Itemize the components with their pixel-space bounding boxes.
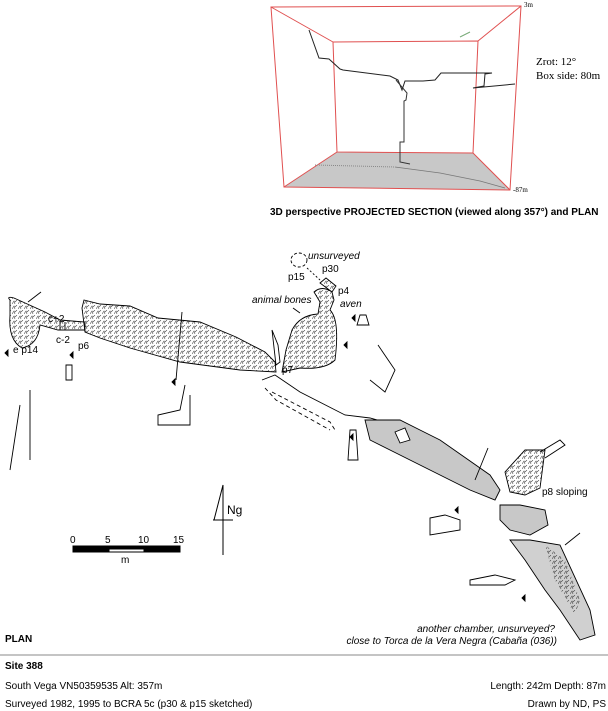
label-p4: p4 xyxy=(338,286,350,297)
box-edges xyxy=(270,5,522,191)
label-animal-bones: animal bones xyxy=(252,295,312,306)
label-unsurveyed: unsurveyed xyxy=(308,251,360,262)
section-line xyxy=(27,291,42,303)
grey-passage xyxy=(364,419,501,501)
zrot-label: Zrot: 12° xyxy=(536,56,577,68)
p30-shaft xyxy=(319,277,337,293)
site-number: Site 388 xyxy=(5,661,43,672)
label-e-p14: e p14 xyxy=(13,345,39,356)
main-passage xyxy=(81,299,277,373)
floor-dotted xyxy=(314,164,396,168)
scale-tick-5: 5 xyxy=(105,535,111,546)
bottom-depth-label: -87m xyxy=(513,186,528,194)
length-depth: Length: 242m Depth: 87m xyxy=(490,681,606,692)
cave-centerline-3d xyxy=(308,29,516,92)
label-c-minus2: c-2 xyxy=(56,335,70,346)
label-close-to: close to Torca de la Vera Negra (Cabaña … xyxy=(346,636,557,647)
scale-tick-0: 0 xyxy=(70,535,76,546)
p8-chamber xyxy=(504,449,546,496)
box-side-label: Box side: 80m xyxy=(536,70,601,82)
lower-bend xyxy=(499,504,549,536)
pillar xyxy=(394,427,411,444)
cross-sections xyxy=(9,314,517,586)
label-c-plus2: c+2 xyxy=(48,314,65,325)
floor-projection xyxy=(394,166,506,189)
marker-3d xyxy=(459,31,471,38)
label-aven: aven xyxy=(340,299,362,310)
survey-info: Surveyed 1982, 1995 to BCRA 5c (p30 & p1… xyxy=(5,699,253,710)
section-arrows xyxy=(4,313,526,603)
section-caption: 3D perspective PROJECTED SECTION (viewed… xyxy=(270,207,599,218)
label-another-chamber: another chamber, unsurveyed? xyxy=(417,624,555,635)
site-location: South Vega VN50359535 Alt: 357m xyxy=(5,681,163,692)
label-p6: p6 xyxy=(78,341,90,352)
section-line xyxy=(175,311,183,381)
top-depth-label: 3m xyxy=(524,1,533,9)
scale-tick-15: 15 xyxy=(173,535,185,546)
projected-section-box xyxy=(270,5,522,191)
north-label: Ng xyxy=(227,503,243,517)
label-p30: p30 xyxy=(322,264,339,275)
plan-drawing xyxy=(4,252,596,641)
shaft-3d xyxy=(395,79,411,165)
box-floor xyxy=(284,152,510,190)
north-arrow-icon xyxy=(213,484,233,555)
label-p8-sloping: p8 sloping xyxy=(542,487,588,498)
label-p15: p15 xyxy=(288,272,305,283)
bone-chamber xyxy=(281,288,338,373)
scale-bar xyxy=(72,545,181,553)
label-p7: p7 xyxy=(282,365,294,376)
p15-unsurveyed xyxy=(290,252,308,268)
small-rift xyxy=(271,329,281,366)
drawn-by: Drawn by ND, PS xyxy=(527,699,606,710)
scale-unit: m xyxy=(121,555,130,566)
scale-tick-10: 10 xyxy=(138,535,150,546)
link-passage xyxy=(261,374,396,426)
south-passage xyxy=(509,539,596,641)
plan-title: PLAN xyxy=(5,634,33,645)
entrance-chamber xyxy=(8,296,86,349)
